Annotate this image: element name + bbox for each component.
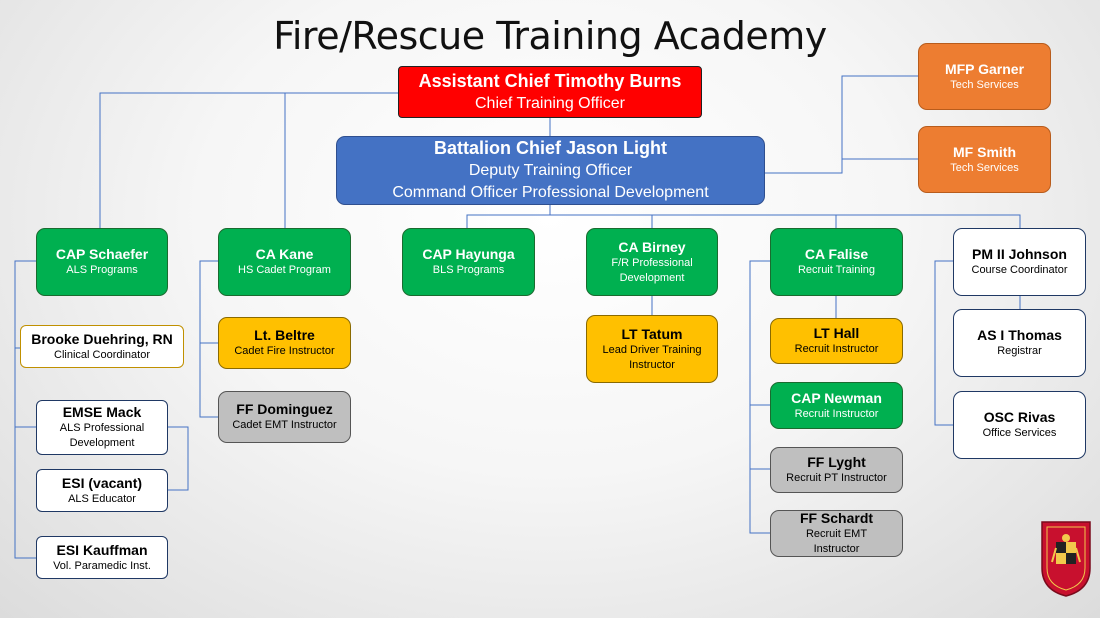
node-role: Vol. Paramedic Inst. <box>53 559 151 572</box>
node-role: BLS Programs <box>432 264 505 276</box>
node-falise: CA Falise Recruit Training <box>770 228 903 296</box>
node-name: Battalion Chief Jason Light <box>433 138 667 158</box>
node-role: ALS Programs <box>66 264 138 276</box>
node-role: Recruit EMT <box>805 528 868 540</box>
node-name: Brooke Duehring, RN <box>31 330 173 347</box>
node-lyght: FF Lyght Recruit PT Instructor <box>770 447 903 493</box>
node-schardt: FF Schardt Recruit EMT Instructor <box>770 510 903 557</box>
node-role: ALS Educator <box>68 492 136 505</box>
node-garner: MFP Garner Tech Services <box>918 43 1051 110</box>
node-name: CAP Schaefer <box>55 246 149 262</box>
node-tatum: LT Tatum Lead Driver Training Instructor <box>586 315 718 383</box>
node-name: Lt. Beltre <box>254 327 315 343</box>
node-name: OSC Rivas <box>983 409 1056 425</box>
node-name: CAP Newman <box>791 389 882 406</box>
node-role: Tech Services <box>950 78 1019 91</box>
node-beltre: Lt. Beltre Cadet Fire Instructor <box>218 317 351 369</box>
node-role: Registrar <box>997 345 1042 357</box>
node-name: CA Birney <box>618 238 686 255</box>
node-name: CA Falise <box>804 246 869 262</box>
node-role: Recruit PT Instructor <box>786 472 887 484</box>
node-role: Instructor <box>629 358 675 371</box>
node-role: Development <box>69 437 135 449</box>
node-dominguez: FF Dominguez Cadet EMT Instructor <box>218 391 351 443</box>
node-role: Cadet EMT Instructor <box>232 419 337 431</box>
node-role: ALS Professional <box>59 422 145 434</box>
node-name: LT Tatum <box>621 325 683 342</box>
node-name: ESI (vacant) <box>61 474 143 491</box>
node-role: F/R Professional <box>611 256 693 269</box>
node-role: HS Cadet Program <box>238 264 331 276</box>
node-smith: MF Smith Tech Services <box>918 126 1051 193</box>
node-light: Battalion Chief Jason Light Deputy Train… <box>336 136 765 205</box>
node-vacant: ESI (vacant) ALS Educator <box>36 469 168 512</box>
node-role: Cadet Fire Instructor <box>234 345 335 357</box>
node-burns: Assistant Chief Timothy Burns Chief Trai… <box>398 66 702 118</box>
node-name: CA Kane <box>255 246 314 262</box>
node-role: Development <box>619 271 685 284</box>
node-rivas: OSC Rivas Office Services <box>953 391 1086 459</box>
node-role: Clinical Coordinator <box>54 348 150 361</box>
node-role: Recruit Instructor <box>794 343 879 355</box>
node-newman: CAP Newman Recruit Instructor <box>770 382 903 429</box>
node-kauffman: ESI Kauffman Vol. Paramedic Inst. <box>36 536 168 579</box>
node-role: Command Officer Professional Development <box>392 184 709 201</box>
node-hall: LT Hall Recruit Instructor <box>770 318 903 364</box>
node-birney: CA Birney F/R Professional Development <box>586 228 718 296</box>
node-name: ESI Kauffman <box>56 541 148 558</box>
node-role: Instructor <box>813 543 860 555</box>
node-role: Lead Driver Training <box>602 343 702 356</box>
node-schaefer: CAP Schaefer ALS Programs <box>36 228 168 296</box>
node-hayunga: CAP Hayunga BLS Programs <box>402 228 535 296</box>
fire-rescue-seal-icon <box>1041 521 1091 597</box>
page-title: Fire/Rescue Training Academy <box>273 14 827 58</box>
node-name: MFP Garner <box>944 60 1025 77</box>
node-name: LT Hall <box>813 325 860 341</box>
node-kane: CA Kane HS Cadet Program <box>218 228 351 296</box>
node-name: Assistant Chief Timothy Burns <box>418 70 682 91</box>
node-thomas: AS I Thomas Registrar <box>953 309 1086 377</box>
node-name: FF Dominguez <box>236 401 333 417</box>
node-mack: EMSE Mack ALS Professional Development <box>36 400 168 455</box>
node-name: FF Schardt <box>799 510 874 526</box>
node-name: AS I Thomas <box>977 327 1062 343</box>
node-duehring: Brooke Duehring, RN Clinical Coordinator <box>20 325 184 368</box>
node-role: Office Services <box>982 427 1057 439</box>
node-name: MF Smith <box>953 143 1016 160</box>
node-johnson: PM II Johnson Course Coordinator <box>953 228 1086 296</box>
node-role: Deputy Training Officer <box>468 162 633 179</box>
node-role: Chief Training Officer <box>475 94 625 112</box>
node-name: PM II Johnson <box>972 246 1067 262</box>
node-role: Recruit Training <box>797 264 876 276</box>
node-role: Recruit Instructor <box>794 407 879 420</box>
node-role: Course Coordinator <box>971 264 1068 276</box>
node-role: Tech Services <box>950 161 1019 174</box>
node-name: FF Lyght <box>807 454 866 470</box>
node-name: CAP Hayunga <box>422 246 515 262</box>
node-name: EMSE Mack <box>62 404 142 420</box>
